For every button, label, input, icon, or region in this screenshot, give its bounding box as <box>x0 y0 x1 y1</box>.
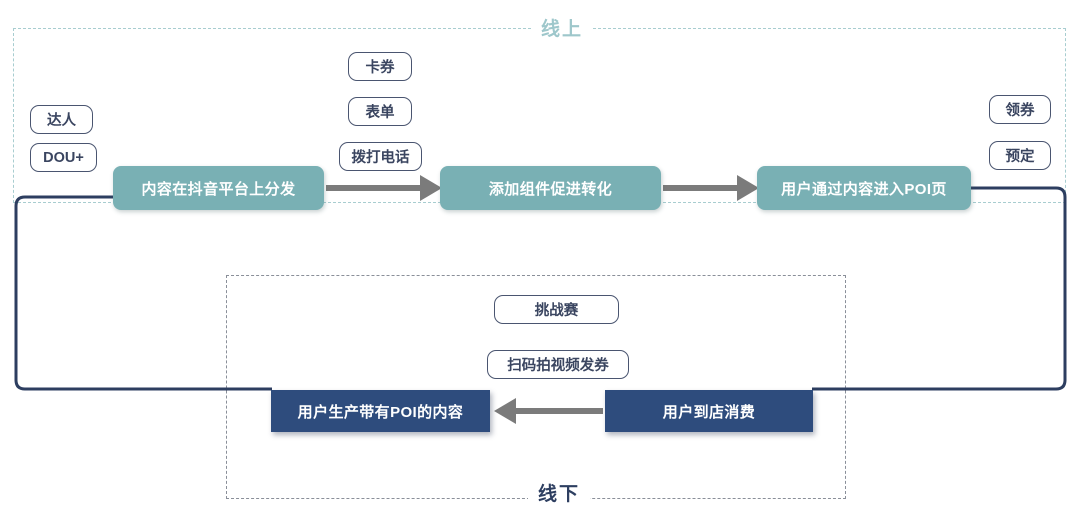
tag-daren[interactable]: 达人 <box>30 105 93 134</box>
process-box-distribute[interactable]: 内容在抖音平台上分发 <box>113 166 324 210</box>
tag-scan-video-coupon[interactable]: 扫码拍视频发券 <box>487 350 629 379</box>
loop-line-right <box>812 186 1067 391</box>
process-box-poi[interactable]: 用户通过内容进入POI页 <box>757 166 971 210</box>
tag-douplus[interactable]: DOU+ <box>30 143 97 172</box>
tag-card-coupon[interactable]: 卡券 <box>348 52 412 81</box>
region-offline-title: 线下 <box>528 479 591 506</box>
tag-challenge[interactable]: 挑战赛 <box>494 295 619 324</box>
tag-form[interactable]: 表单 <box>348 97 412 126</box>
process-box-offline-consume[interactable]: 用户到店消费 <box>605 390 813 432</box>
tag-reserve[interactable]: 预定 <box>989 141 1051 170</box>
process-box-component[interactable]: 添加组件促进转化 <box>440 166 661 210</box>
tag-claim-coupon[interactable]: 领券 <box>989 95 1051 124</box>
region-online-title: 线上 <box>531 14 594 41</box>
process-box-ugc[interactable]: 用户生产带有POI的内容 <box>271 390 490 432</box>
tag-phone-call[interactable]: 拨打电话 <box>339 142 422 171</box>
